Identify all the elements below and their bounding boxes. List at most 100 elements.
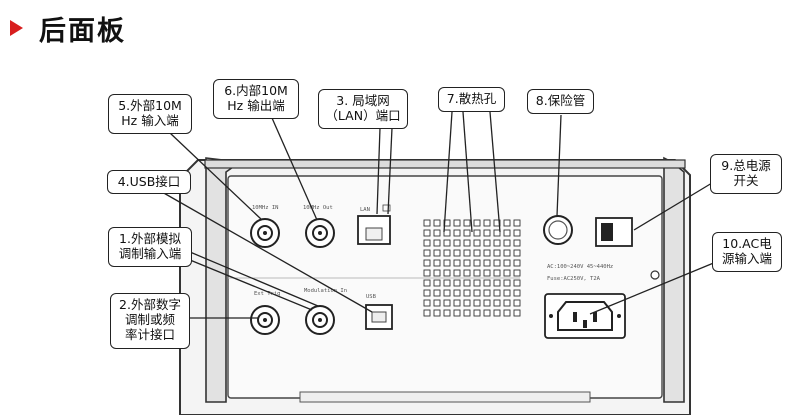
vent-hole	[473, 299, 481, 307]
vent-hole	[503, 229, 511, 237]
vent-hole	[433, 249, 441, 257]
vent-hole	[423, 249, 431, 257]
callout-usb-port: 4.USB接口	[107, 170, 191, 194]
callout-external-10mhz-input: 5.外部10M Hz 输入端	[108, 94, 192, 134]
svg-text:Ext Trig: Ext Trig	[254, 291, 281, 297]
vent-hole	[443, 309, 451, 317]
vent-hole	[513, 219, 521, 227]
bnc-modulation-in: Modulation In	[304, 288, 347, 335]
ventilation-holes	[423, 219, 521, 317]
vent-hole	[433, 299, 441, 307]
vent-hole	[503, 239, 511, 247]
lan-port: LAN	[357, 204, 391, 245]
vent-hole	[453, 229, 461, 237]
vent-hole	[443, 289, 451, 297]
vent-hole	[503, 289, 511, 297]
vent-hole	[483, 249, 491, 257]
vent-hole	[503, 299, 511, 307]
svg-text:USB: USB	[366, 294, 377, 300]
vent-hole	[513, 309, 521, 317]
vent-hole	[513, 259, 521, 267]
power-switch	[595, 217, 633, 247]
vent-hole	[483, 239, 491, 247]
vent-hole	[503, 219, 511, 227]
svg-text:AC:100~240V 45~440Hz: AC:100~240V 45~440Hz	[547, 264, 613, 270]
vent-hole	[423, 239, 431, 247]
red-arrow-icon	[10, 20, 23, 36]
vent-hole	[493, 269, 501, 277]
vent-hole	[443, 299, 451, 307]
vent-hole	[483, 299, 491, 307]
vent-hole	[453, 249, 461, 257]
vent-hole	[503, 269, 511, 277]
vent-hole	[503, 279, 511, 287]
vent-hole	[453, 309, 461, 317]
vent-hole	[433, 239, 441, 247]
vent-hole	[513, 279, 521, 287]
vent-hole	[443, 259, 451, 267]
vent-hole	[423, 309, 431, 317]
vent-hole	[473, 309, 481, 317]
vent-hole	[483, 279, 491, 287]
vent-hole	[513, 289, 521, 297]
top-lip	[204, 159, 686, 169]
vent-hole	[433, 229, 441, 237]
vent-hole	[473, 229, 481, 237]
vent-hole	[463, 229, 471, 237]
section-title: 后面板	[39, 15, 126, 47]
vent-hole	[443, 249, 451, 257]
callout-external-analog-modulation-input: 1.外部模拟 调制输入端	[108, 227, 192, 267]
vent-hole	[473, 269, 481, 277]
vent-hole	[493, 219, 501, 227]
vent-hole	[453, 269, 461, 277]
vent-hole	[513, 269, 521, 277]
vent-hole	[473, 259, 481, 267]
svg-text:Modulation In: Modulation In	[304, 288, 347, 294]
bnc-10mhz-out: 10MHz Out	[303, 205, 335, 248]
vent-hole	[503, 309, 511, 317]
vent-hole	[473, 289, 481, 297]
vent-hole	[423, 289, 431, 297]
vent-hole	[453, 239, 461, 247]
vent-hole	[463, 279, 471, 287]
vent-hole	[473, 279, 481, 287]
vent-hole	[443, 229, 451, 237]
vent-hole	[453, 259, 461, 267]
vent-hole	[463, 249, 471, 257]
vent-hole	[423, 269, 431, 277]
bnc-ext-trig: Ext Trig	[250, 291, 281, 335]
vent-hole	[513, 239, 521, 247]
vent-hole	[483, 259, 491, 267]
vent-hole	[493, 309, 501, 317]
vent-hole	[423, 219, 431, 227]
vent-hole	[453, 299, 461, 307]
vent-hole	[433, 289, 441, 297]
vent-hole	[463, 219, 471, 227]
svg-text:LAN: LAN	[360, 207, 370, 213]
vent-hole	[513, 299, 521, 307]
callout-main-power-switch: 9.总电源 开关	[710, 154, 782, 194]
callout-ventilation-holes: 7.散热孔	[438, 87, 505, 112]
vent-hole	[503, 259, 511, 267]
vent-hole	[503, 249, 511, 257]
vent-hole	[443, 279, 451, 287]
vent-hole	[433, 219, 441, 227]
ac-power-inlet	[544, 293, 626, 339]
bnc-10mhz-in: 10MHz IN	[250, 205, 280, 248]
svg-text:Fuse:AC250V, T2A: Fuse:AC250V, T2A	[547, 276, 601, 282]
vent-hole	[473, 219, 481, 227]
vent-hole	[493, 249, 501, 257]
vent-hole	[473, 239, 481, 247]
vent-hole	[443, 269, 451, 277]
vent-hole	[483, 269, 491, 277]
vent-hole	[463, 269, 471, 277]
vent-hole	[513, 249, 521, 257]
vent-hole	[493, 239, 501, 247]
callout-external-digital-modulation-counter: 2.外部数字 调制或频 率计接口	[110, 293, 190, 349]
vent-hole	[453, 219, 461, 227]
vent-hole	[463, 239, 471, 247]
callout-internal-10mhz-output: 6.内部10M Hz 输出端	[213, 79, 299, 119]
vent-hole	[483, 289, 491, 297]
vent-hole	[483, 219, 491, 227]
